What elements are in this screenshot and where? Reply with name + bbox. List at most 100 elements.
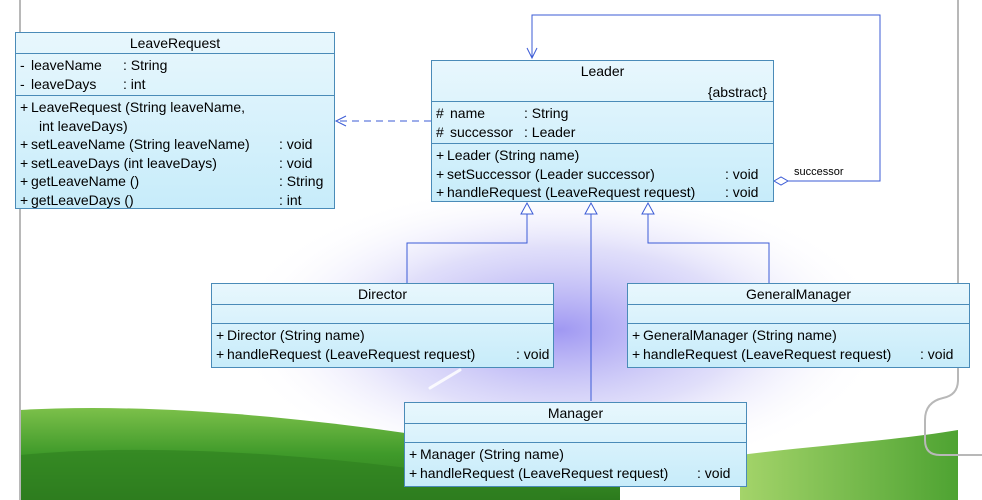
visibility-marker — [20, 117, 31, 136]
operation-row: int leaveDays) — [20, 117, 334, 136]
visibility-marker: # — [436, 123, 444, 140]
visibility-marker: + — [632, 345, 641, 362]
attribute-type: : String — [524, 105, 569, 121]
operation-row: + setLeaveName (String leaveName) : void — [20, 135, 334, 154]
class-leave-request[interactable]: LeaveRequest - leaveName : String - leav… — [15, 32, 335, 209]
operations-compartment: + GeneralManager (String name) + handleR… — [628, 324, 969, 365]
visibility-marker: # — [436, 105, 444, 121]
attributes-compartment: - leaveName : String - leaveDays : int — [16, 54, 334, 96]
operation-signature: Leader (String name) — [447, 147, 580, 163]
attribute-name: leaveName — [31, 57, 102, 73]
attribute-row: # successor : Leader — [436, 123, 773, 142]
class-header: Leader {abstract} — [432, 61, 773, 102]
operation-signature: setLeaveName (String leaveName) — [31, 136, 250, 152]
operation-signature: handleRequest (LeaveRequest request) — [447, 184, 696, 200]
abstract-stereotype: {abstract} — [707, 84, 767, 100]
operation-signature: handleRequest (LeaveRequest request) — [643, 345, 892, 362]
visibility-marker: + — [20, 173, 29, 189]
visibility-marker: + — [20, 191, 29, 208]
attribute-row: # name : String — [436, 104, 773, 123]
operation-return-type: : void — [725, 165, 759, 182]
operation-return-type: : void — [920, 345, 954, 362]
operation-return-type: : int — [279, 191, 302, 208]
visibility-marker: + — [216, 345, 225, 362]
class-director[interactable]: Director + Director (String name) + hand… — [211, 283, 554, 368]
operation-row: + getLeaveName () : String — [20, 172, 334, 191]
operation-signature: handleRequest (LeaveRequest request) — [420, 464, 669, 481]
class-leader[interactable]: Leader {abstract} # name : String # succ… — [431, 60, 774, 202]
operation-return-type: : void — [725, 184, 759, 200]
visibility-marker: - — [20, 75, 25, 92]
attribute-type: : Leader — [524, 123, 576, 140]
visibility-marker: + — [436, 165, 445, 182]
aggregation-diamond — [772, 176, 790, 186]
operation-row: + handleRequest (LeaveRequest request) :… — [409, 464, 746, 483]
attributes-compartment: # name : String # successor : Leader — [432, 102, 773, 144]
operations-compartment: + Director (String name) + handleRequest… — [212, 324, 553, 365]
operation-signature: GeneralManager (String name) — [643, 327, 837, 343]
visibility-marker: + — [409, 446, 418, 462]
operations-compartment: + LeaveRequest (String leaveName, int le… — [16, 96, 334, 211]
operation-row: + GeneralManager (String name) — [632, 326, 969, 345]
class-manager[interactable]: Manager + Manager (String name) + handle… — [404, 402, 747, 487]
operations-compartment: + Leader (String name) + setSuccessor (L… — [432, 144, 773, 204]
visibility-marker: + — [632, 327, 641, 343]
operation-row: + setLeaveDays (int leaveDays) : void — [20, 154, 334, 173]
class-header: GeneralManager — [628, 284, 969, 305]
class-header: Director — [212, 284, 553, 305]
operation-row: + handleRequest (LeaveRequest request) :… — [216, 345, 553, 364]
visibility-marker: + — [20, 154, 29, 171]
class-name: GeneralManager — [745, 286, 852, 302]
attributes-compartment — [628, 305, 969, 324]
class-name: LeaveRequest — [129, 35, 221, 51]
attribute-row: - leaveName : String — [20, 56, 334, 75]
operation-signature: Manager (String name) — [420, 446, 564, 462]
attribute-name: leaveDays — [31, 75, 97, 92]
dependency-arrowhead — [334, 115, 347, 127]
class-name: Leader — [580, 63, 625, 79]
visibility-marker: - — [20, 57, 25, 73]
class-name: Manager — [547, 405, 604, 421]
operation-return-type: : void — [279, 136, 313, 152]
visibility-marker: + — [20, 136, 29, 152]
operation-row: + LeaveRequest (String leaveName, — [20, 98, 334, 117]
visibility-marker: + — [436, 184, 445, 200]
successor-association-line — [531, 14, 881, 182]
class-name: Director — [357, 286, 407, 302]
operation-row: + handleRequest (LeaveRequest request) :… — [436, 183, 773, 202]
operation-row: + handleRequest (LeaveRequest request) :… — [632, 345, 969, 364]
operation-row: + getLeaveDays () : int — [20, 191, 334, 210]
operation-return-type: : void — [516, 345, 550, 362]
successor-role-label: successor — [794, 166, 844, 178]
operation-return-type: : void — [697, 464, 731, 481]
visibility-marker: + — [216, 327, 225, 343]
class-general-manager[interactable]: GeneralManager + GeneralManager (String … — [627, 283, 970, 368]
operation-row: + Manager (String name) — [409, 445, 746, 464]
operation-row: + Director (String name) — [216, 326, 553, 345]
operation-signature: setLeaveDays (int leaveDays) — [31, 154, 217, 171]
class-header: LeaveRequest — [16, 33, 334, 54]
attribute-name: name — [450, 105, 486, 121]
operation-signature: LeaveRequest (String leaveName, — [31, 99, 246, 115]
attribute-type: : String — [123, 57, 168, 73]
operation-row: + setSuccessor (Leader successor) : void — [436, 165, 773, 184]
visibility-marker: + — [409, 464, 418, 481]
successor-arrowhead — [526, 47, 538, 60]
operation-signature: getLeaveName () — [31, 173, 140, 189]
attributes-compartment — [212, 305, 553, 324]
operation-signature: setSuccessor (Leader successor) — [447, 165, 655, 182]
operations-compartment: + Manager (String name) + handleRequest … — [405, 443, 746, 484]
operation-return-type: : String — [279, 173, 324, 189]
operation-return-type: : void — [279, 154, 313, 171]
operation-signature: handleRequest (LeaveRequest request) — [227, 345, 476, 362]
operation-signature: Director (String name) — [227, 327, 365, 343]
generalization-generalmanager-arrowhead — [641, 201, 655, 215]
class-header: Manager — [405, 403, 746, 424]
visibility-marker: + — [20, 99, 29, 115]
generalization-generalmanager-line — [647, 214, 770, 283]
attribute-name: successor — [450, 123, 514, 140]
operation-row: + Leader (String name) — [436, 146, 773, 165]
generalization-director-arrowhead — [520, 201, 534, 215]
attributes-compartment — [405, 424, 746, 443]
